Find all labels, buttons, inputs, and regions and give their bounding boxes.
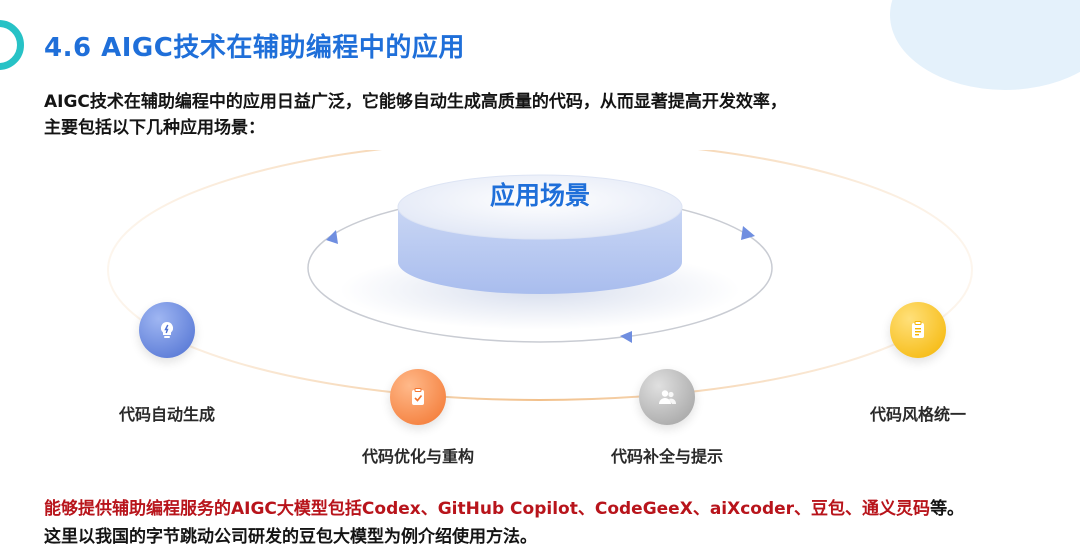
scenario-label-code-generation: 代码自动生成	[118, 405, 215, 424]
bottom-paragraph: 能够提供辅助编程服务的AIGC大模型包括Codex、GitHub Copilot…	[44, 495, 1074, 549]
scenario-label-code-completion: 代码补全与提示	[610, 447, 723, 466]
document-icon	[890, 302, 946, 358]
lightbulb-icon-glyph	[160, 321, 174, 338]
model-list-text: 能够提供辅助编程服务的AIGC大模型包括Codex、GitHub Copilot…	[44, 499, 931, 519]
orbit-arrow-right	[741, 226, 755, 240]
scenario-label-code-style: 代码风格统一	[869, 405, 966, 424]
orbit-arrow-left	[326, 230, 338, 244]
decorative-cloud	[890, 0, 1080, 90]
scenario-diagram: 应用场景	[0, 150, 1080, 490]
orange-orbit	[107, 150, 973, 401]
diagram-graphics	[107, 150, 973, 401]
model-list-tail: 等。	[930, 499, 965, 519]
users-icon	[639, 369, 695, 425]
decorative-ring	[0, 20, 24, 70]
document-icon-glyph	[912, 321, 924, 338]
intro-line-2: 主要包括以下几种应用场景：	[44, 118, 265, 138]
cylinder-top	[397, 174, 683, 240]
lightbulb-icon	[139, 302, 195, 358]
scenario-label-code-refactor: 代码优化与重构	[361, 447, 474, 466]
center-label: 应用场景	[489, 181, 590, 210]
bottom-line-2: 这里以我国的字节跳动公司研发的豆包大模型为例介绍使用方法。	[44, 527, 537, 547]
page-title: 4.6 AIGC技术在辅助编程中的应用	[44, 33, 465, 63]
bottom-line-1: 能够提供辅助编程服务的AIGC大模型包括Codex、GitHub Copilot…	[44, 495, 1074, 523]
clipboard-icon-glyph	[412, 388, 424, 405]
users-icon-glyph	[659, 390, 677, 404]
intro-paragraph: AIGC技术在辅助编程中的应用日益广泛，它能够自动生成高质量的代码，从而显著提高…	[44, 89, 1044, 141]
intro-line-1: AIGC技术在辅助编程中的应用日益广泛，它能够自动生成高质量的代码，从而显著提高…	[44, 92, 787, 112]
orbit-arrow-bottom	[620, 331, 632, 343]
clipboard-icon	[390, 369, 446, 425]
